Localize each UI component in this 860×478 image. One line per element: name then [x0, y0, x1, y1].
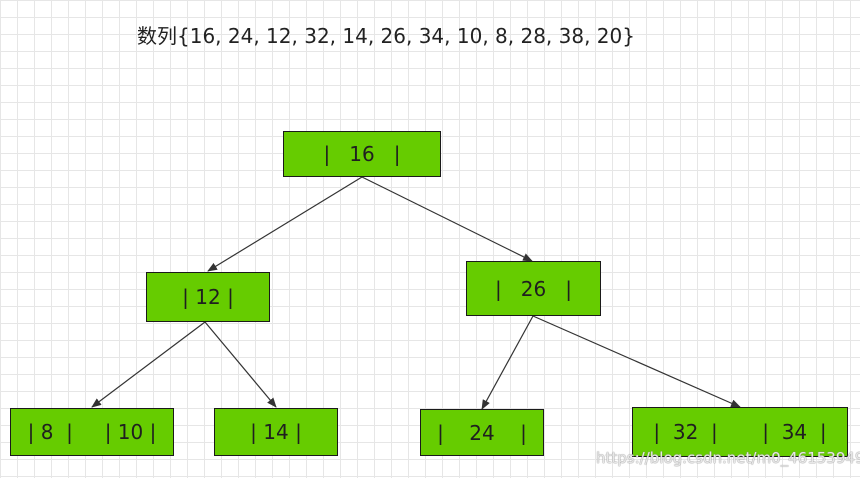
node-root-16: | 16 | [283, 131, 441, 177]
edge-26-32-34 [532, 315, 741, 408]
edge-16-26 [361, 176, 533, 262]
node-14: | 14 | [214, 408, 338, 456]
node-8-10: | 8 | | 10 | [10, 408, 174, 456]
watermark-text: https://blog.csdn.net/m0_46153949 [596, 449, 860, 467]
edge-12-8-10 [91, 321, 206, 408]
edge-26-24 [481, 315, 534, 410]
node-26: | 26 | [466, 261, 601, 316]
node-32-34: | 32 | | 34 | [632, 407, 848, 457]
node-24: | 24 | [420, 409, 544, 456]
sequence-title: 数列{16, 24, 12, 32, 14, 26, 34, 10, 8, 28… [137, 24, 635, 48]
edge-12-14 [204, 321, 277, 408]
node-12: | 12 | [146, 272, 270, 322]
edge-16-12 [207, 176, 363, 272]
